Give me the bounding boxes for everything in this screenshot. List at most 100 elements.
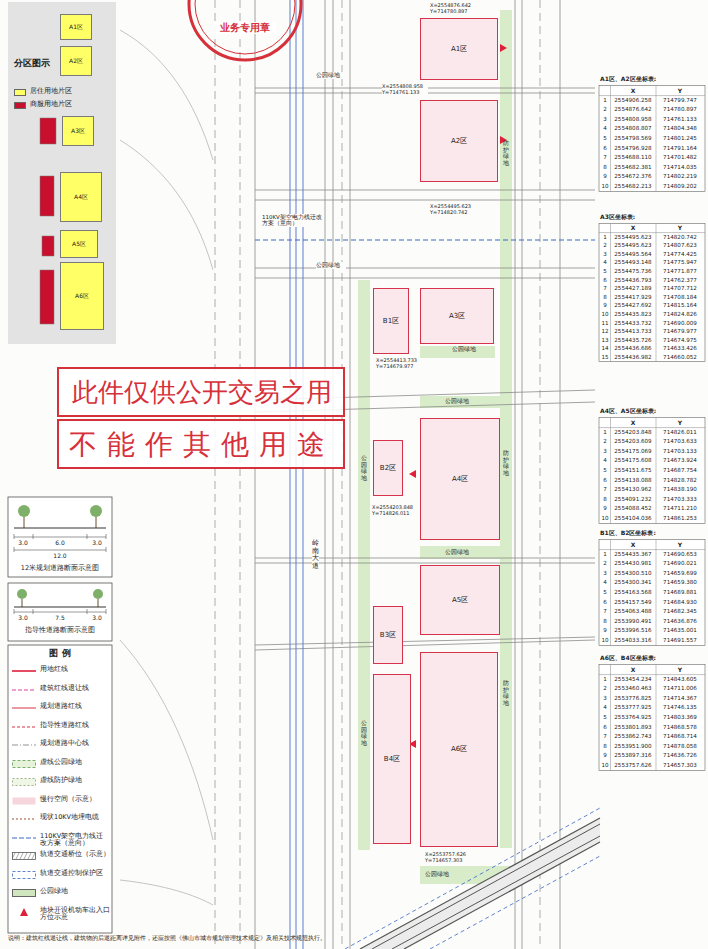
legend-text: 公园绿地 [40,888,110,895]
power-line [255,240,595,241]
buffer-green-label: 防护绿地 [503,450,509,476]
table-cell: 2554203.848 [611,428,655,438]
table-cell: 15 [600,353,610,362]
zone-label: A6区 [75,293,89,300]
table-frame [599,86,705,192]
road-centerline [342,0,343,949]
legend-sample [12,778,36,786]
parcel-label: A6区 [451,745,467,753]
legend-text: 规划道路中心线 [40,740,110,747]
legend-sample [12,852,36,860]
green-space-label: 公园绿地 [445,549,475,556]
table-cell: 714707.712 [657,284,703,293]
table-cell: 714762.377 [657,276,703,285]
road-edge [255,268,595,269]
land-parcel: A5区 [420,565,500,635]
table-cell: 714828.782 [657,476,703,486]
table-cell: 2554808.807 [611,124,655,134]
table-title: A3区坐标表: [600,214,704,221]
table-cell: 2553996.516 [611,626,655,636]
table-cell: 714771.877 [657,267,703,276]
legend-text: 地块开设机动车出入口方位示意 [40,907,110,922]
legend-text: 居住用地片区 [30,88,90,95]
official-seal [195,0,295,54]
table-cell: 4 [600,258,610,267]
table-cell: 714799.747 [657,96,703,106]
road-section-diagram [33,534,34,539]
table-cell: 8 [600,495,610,505]
table-cell: 714636.726 [657,751,703,761]
legend-item: 规划道路红线 [12,703,110,710]
green-space-label: 公园绿地 [361,455,367,481]
zoning-panel: 分区图示A1区A2区A3区A4区A5区A6区 [8,2,116,344]
legend-sample [12,686,36,694]
legend-text: 轨道交通控制保护区 [40,870,110,877]
legend-sample [12,670,36,672]
legend-text: 轨道交通桥位（示意） [40,851,110,858]
table-cell: 2553862.743 [611,732,655,742]
table-cell: 7 [600,485,610,495]
watermark-frame [58,420,344,468]
road-section-diagram [14,528,106,529]
table-cell: 714660.052 [657,353,703,362]
terrain-curve [120,640,213,840]
table-cell: 714674.975 [657,336,703,345]
legend-sample [12,689,36,690]
road-centerline [215,0,216,949]
parcel-label: B1区 [383,317,399,325]
table-frame [599,224,705,362]
table-cell: 2554672.376 [611,172,655,182]
table-cell: 2 [600,684,610,694]
table-cell: 714633.426 [657,344,703,353]
table-cell: 8 [600,742,610,752]
table-cell: 6 [600,276,610,285]
table-cell: 9 [600,751,610,761]
road-edge [522,0,523,949]
table-cell: 714843.605 [657,675,703,685]
legend-box [8,645,112,933]
road-section-diagram [14,537,106,538]
table-cell: 10 [600,514,610,524]
legend-item: 现状10KV地埋电缆 [12,814,110,821]
dimension-label: 3.0 [88,615,106,622]
table-cell: 2554151.675 [611,466,655,476]
note-text: 说明：建筑红线退让线，建筑物的后退距离详见附件，还应按照《佛山市城市规划管理技术… [8,935,698,941]
land-parcel: B4区 [373,674,411,844]
land-parcel: A4区 [420,418,500,540]
land-parcel: A6区 [420,652,498,847]
legend-sample [12,871,36,879]
coordinate-label: X=2554413.733 Y=714679.977 [376,358,422,370]
table-cell: 714687.754 [657,466,703,476]
road-section-diagram [93,589,103,599]
table-header: Y [657,418,703,428]
residential-zone: A3区 [62,116,94,146]
table-cell: 714780.897 [657,105,703,115]
legend-item: 110KV架空电力线迁改方案（意向） [12,833,110,848]
zone-label: A3区 [71,128,85,135]
table-cell: 2554175.069 [611,447,655,457]
table-cell: 714690.653 [657,550,703,560]
table-cell: 714775.947 [657,258,703,267]
legend-text: 用地红线 [40,666,110,673]
land-parcel: A1区 [420,18,498,80]
table-cell: 2554091.232 [611,495,655,505]
table-cell: 1 [600,550,610,560]
table-cell: 2554435.367 [611,550,655,560]
table-cell: 5 [600,713,610,723]
table-cell: 10 [600,636,610,646]
table-cell: 714804.348 [657,124,703,134]
table-cell: 714690.009 [657,319,703,328]
table-cell: 714703.333 [657,495,703,505]
table-cell: 714673.924 [657,456,703,466]
legend-title: 图 例 [10,648,110,658]
road-section-diagram [106,609,107,614]
table-cell: 714802.219 [657,172,703,182]
table-cell: 714809.202 [657,182,703,192]
table-cell: 714711.210 [657,504,703,514]
legend-swatch [14,89,26,96]
table-cell: 2554475.736 [611,267,655,276]
table-cell: 714746.135 [657,703,703,713]
table-frame [599,418,705,524]
legend-item: 指导性道路红线 [12,722,110,729]
